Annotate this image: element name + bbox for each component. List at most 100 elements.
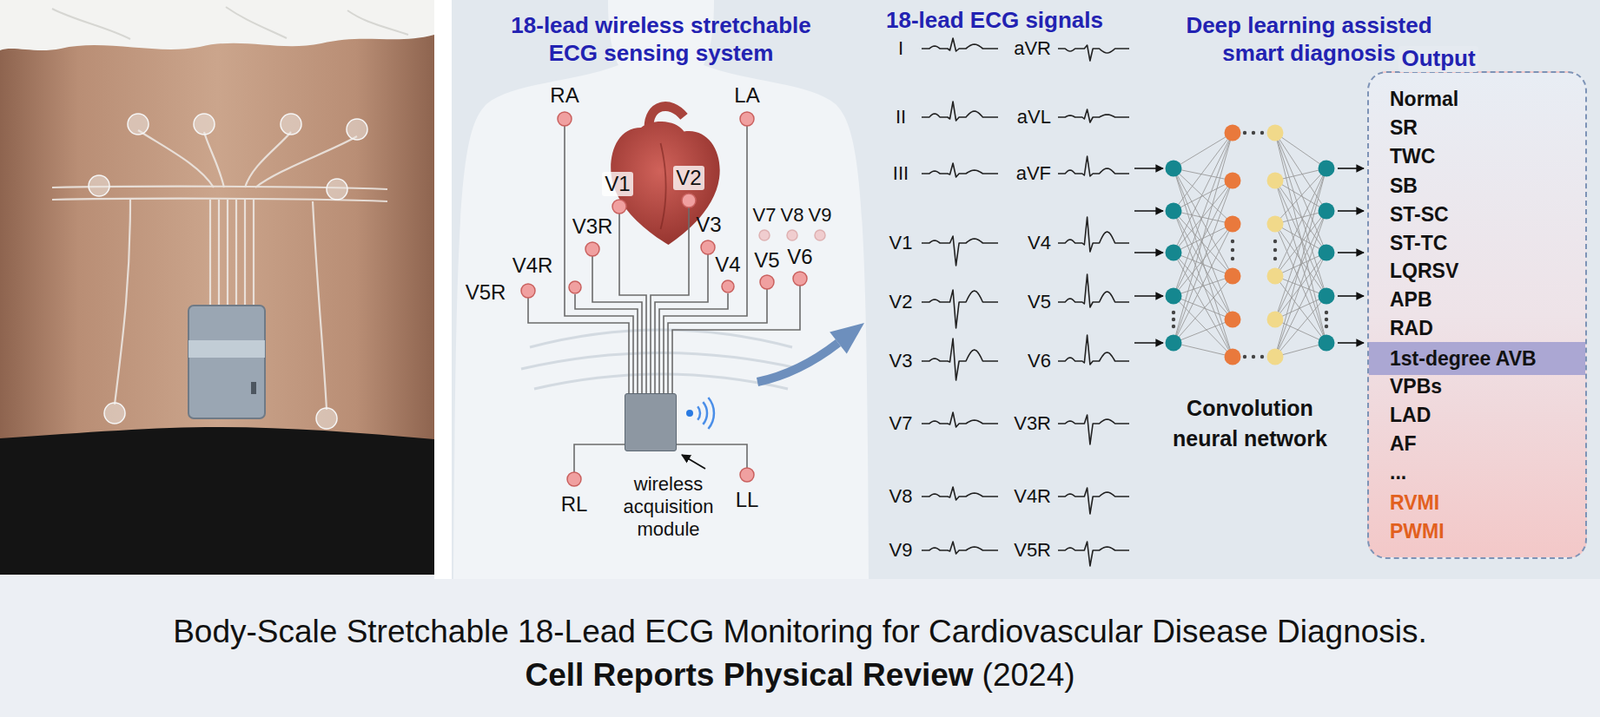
electrode — [759, 230, 770, 241]
network-connection — [1173, 252, 1233, 358]
diagnosis-item: ST-TC — [1389, 231, 1448, 255]
diagnosis-item: Normal — [1389, 87, 1459, 111]
lead-wire — [574, 444, 625, 473]
network-connection — [1275, 211, 1327, 320]
flow-arrow — [1337, 342, 1364, 344]
neuron — [1318, 288, 1336, 305]
ecg-trace — [1057, 415, 1130, 445]
lead-label: V4 — [1027, 231, 1052, 254]
ecg-trace — [1057, 45, 1130, 61]
transfer-arrow — [829, 323, 865, 355]
neuron — [1224, 172, 1242, 190]
torso-photo — [88, 175, 110, 197]
network-connection — [1173, 224, 1233, 344]
electrode — [612, 199, 627, 214]
transfer-arrow — [757, 343, 839, 383]
lead-wire — [654, 254, 708, 394]
ribs — [521, 353, 801, 371]
diagnosis-item: PWMI — [1389, 520, 1445, 543]
ecg-trace — [921, 38, 999, 52]
torso-photo — [188, 340, 265, 358]
network-connection — [1275, 132, 1327, 212]
diagnosis-item: 1st-degree AVB — [1389, 347, 1537, 371]
box-heading: Output — [1398, 46, 1478, 73]
electrode-label: RL — [561, 492, 589, 517]
electrode — [681, 193, 696, 208]
torso-photo — [210, 199, 254, 306]
torso-photo — [312, 201, 327, 410]
network-connection — [1173, 180, 1233, 344]
network-connection — [1173, 296, 1233, 320]
lead-label: V6 — [1027, 350, 1052, 372]
gap — [434, 0, 452, 580]
diagnosis-item: APB — [1389, 288, 1433, 311]
electrode — [567, 472, 582, 487]
flow-arrow — [1337, 210, 1364, 212]
electrode-label: LA — [733, 83, 760, 108]
network-connection — [1173, 296, 1233, 358]
electrode-label: V2 — [673, 165, 704, 191]
ribs — [534, 374, 788, 390]
electrode — [721, 280, 734, 293]
diagnosis-item: TWC — [1389, 145, 1435, 168]
lead-wire — [672, 285, 800, 394]
ellipsis-dot — [1230, 239, 1235, 244]
network-connection — [1173, 211, 1233, 358]
neuron — [1267, 125, 1284, 142]
torso-photo — [138, 130, 214, 188]
lead-label: aVF — [1016, 162, 1052, 185]
network-connection — [1173, 132, 1233, 212]
network-connection — [1173, 343, 1233, 358]
network-connection — [1173, 132, 1233, 297]
neural-network — [1134, 125, 1364, 366]
electrode-label: LL — [735, 488, 760, 513]
neuron — [1165, 244, 1183, 262]
electrode-label: V3R — [572, 214, 614, 239]
ecg-trace — [1057, 488, 1130, 515]
electrode — [793, 271, 807, 286]
electrode-label: V9 — [808, 204, 833, 226]
electrodes — [521, 112, 826, 487]
lead-label: V1 — [889, 231, 913, 254]
network-connection — [1275, 168, 1327, 358]
output-box: OutputNormalSRTWCSBST-SCST-TCLQRSVAPBRAD… — [1367, 71, 1587, 560]
network-connection — [1173, 168, 1233, 320]
leader-arrow — [681, 455, 706, 470]
lead-wire — [650, 207, 689, 394]
torso-photo — [251, 382, 257, 395]
ellipsis-dot — [1251, 355, 1256, 359]
electrode — [700, 240, 715, 255]
ellipsis-dot — [1251, 131, 1256, 135]
network-connection — [1173, 276, 1233, 344]
lead-wire — [564, 125, 634, 394]
electrode-label: V5 — [753, 248, 780, 273]
lead-wire — [663, 125, 748, 394]
torso-photo — [204, 132, 225, 188]
torso-photo — [114, 199, 131, 405]
ecg-trace — [921, 163, 999, 178]
year: (2024) — [982, 657, 1076, 695]
section-heading: 18-lead wireless stretchable ECG sensing… — [495, 11, 827, 67]
torso-photo — [188, 305, 265, 419]
electrode — [814, 230, 826, 241]
electrode — [557, 112, 572, 126]
panel — [451, 0, 1600, 580]
caption: Body-Scale Stretchable 18-Lead ECG Monit… — [172, 614, 1428, 652]
lead-wire — [528, 297, 629, 394]
torso-photo — [0, 427, 435, 576]
neuron — [1267, 268, 1284, 285]
lead-label: V2 — [889, 290, 913, 313]
section-heading: 18-lead ECG signals — [885, 7, 1104, 34]
transfer-arrow — [757, 323, 865, 383]
neuron — [1267, 172, 1284, 190]
electrode — [568, 281, 582, 294]
ribs — [529, 330, 793, 348]
ecg-trace — [921, 542, 999, 555]
network-connection — [1275, 132, 1327, 344]
network-connection — [1275, 319, 1327, 344]
wireless-waves — [697, 397, 715, 430]
network-connection — [1275, 296, 1327, 320]
lead-wires — [528, 125, 800, 473]
body-silhouette — [453, 0, 869, 580]
